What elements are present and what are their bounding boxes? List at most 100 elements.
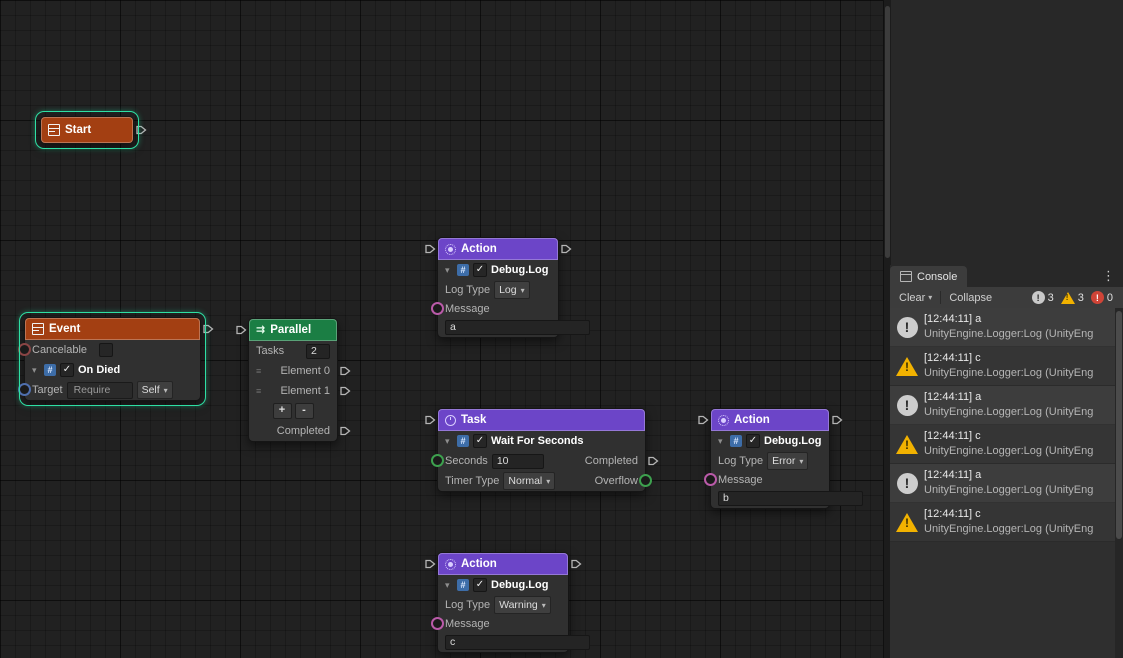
target-scope-dropdown[interactable]: Self [136, 381, 173, 399]
action-input-port[interactable] [424, 558, 436, 570]
event-cancel-port[interactable] [18, 343, 31, 356]
overflow-label: Overflow [594, 475, 638, 487]
seconds-value-port[interactable] [431, 454, 444, 467]
scrollbar-thumb[interactable] [1116, 311, 1122, 539]
console-entry[interactable]: [12:44:11] a UnityEngine.Logger:Log (Uni… [890, 464, 1115, 503]
completed-label: Completed [276, 425, 330, 437]
foldout-icon[interactable] [445, 265, 453, 276]
entry-message: [12:44:11] a [924, 391, 982, 403]
drag-handle-icon[interactable] [256, 366, 261, 376]
foldout-icon[interactable] [445, 436, 453, 447]
script-icon [457, 579, 469, 591]
event-node[interactable]: Event Cancelable On Died Target Require … [18, 312, 214, 406]
entry-text: [12:44:11] a UnityEngine.Logger:Log (Uni… [924, 312, 1093, 342]
unit-enabled-checkbox[interactable] [473, 434, 487, 448]
parallel-node-header[interactable]: Parallel [249, 319, 337, 341]
start-node[interactable]: Start [35, 111, 147, 149]
drag-handle-icon[interactable] [256, 386, 261, 396]
action-node-header[interactable]: Action [711, 409, 829, 431]
console-entry-list: [12:44:11] a UnityEngine.Logger:Log (Uni… [890, 308, 1115, 658]
target-object-field[interactable]: Require [66, 381, 133, 399]
entry-message: [12:44:11] a [924, 469, 982, 481]
log-type-dropdown[interactable]: Warning [494, 596, 551, 614]
foldout-icon[interactable] [445, 580, 453, 591]
log-count-toggle[interactable]: 3 [1031, 291, 1054, 304]
dropdown-arrow-icon [928, 293, 932, 302]
foldout-icon[interactable] [718, 436, 726, 447]
start-node-header[interactable]: Start [41, 117, 133, 143]
console-entry[interactable]: [12:44:11] a UnityEngine.Logger:Log (Uni… [890, 386, 1115, 425]
unit-row: Debug.Log [438, 575, 568, 595]
error-count-toggle[interactable]: 0 [1090, 291, 1113, 304]
graph-vertical-scrollbar[interactable] [883, 0, 891, 658]
scrollbar-thumb[interactable] [885, 6, 890, 258]
tab-console[interactable]: Console [890, 266, 968, 287]
message-input[interactable] [718, 490, 863, 506]
action-output-port[interactable] [831, 414, 843, 426]
element1-output-port[interactable] [339, 385, 351, 397]
console-entry[interactable]: [12:44:11] c UnityEngine.Logger:Log (Uni… [890, 347, 1115, 386]
message-value-port[interactable] [704, 473, 717, 486]
parallel-completed-port[interactable] [339, 425, 351, 437]
action-output-port[interactable] [570, 558, 582, 570]
event-output-port[interactable] [202, 323, 214, 335]
foldout-icon[interactable] [32, 365, 40, 376]
parallel-node[interactable]: Parallel Tasks Element 0 Element 1 + - C… [236, 318, 351, 442]
action-input-port[interactable] [697, 414, 709, 426]
message-label: Message [445, 617, 490, 630]
timer-type-dropdown[interactable]: Normal [503, 472, 556, 490]
cancelable-checkbox[interactable] [99, 343, 114, 357]
message-input[interactable] [445, 319, 590, 335]
start-output-port[interactable] [135, 124, 147, 136]
parallel-input-port[interactable] [235, 324, 247, 336]
console-entry[interactable]: [12:44:11] a UnityEngine.Logger:Log (Uni… [890, 308, 1115, 347]
overflow-value-port[interactable] [639, 474, 652, 487]
add-element-button[interactable]: + [272, 403, 292, 419]
action-node-b[interactable]: Action Debug.Log Log Type Error Message [698, 408, 863, 509]
unit-enabled-checkbox[interactable] [473, 263, 487, 277]
timer-type-row: Timer Type Normal Overflow [438, 471, 645, 491]
unit-enabled-checkbox[interactable] [746, 434, 760, 448]
task-node[interactable]: Task Wait For Seconds Seconds Completed … [425, 408, 659, 492]
console-entry[interactable]: [12:44:11] c UnityEngine.Logger:Log (Uni… [890, 503, 1115, 542]
message-input[interactable] [445, 634, 590, 650]
action-input-port[interactable] [424, 243, 436, 255]
log-count: 3 [1047, 291, 1054, 304]
message-value-port[interactable] [431, 302, 444, 315]
unit-enabled-checkbox[interactable] [473, 578, 487, 592]
clear-button[interactable]: Clear [893, 289, 938, 306]
graph-canvas[interactable]: Start Event Cancelable On Died [0, 0, 883, 658]
message-label-row: Message [711, 471, 829, 488]
console-entry[interactable]: [12:44:11] c UnityEngine.Logger:Log (Uni… [890, 425, 1115, 464]
event-node-header[interactable]: Event [25, 318, 200, 340]
clear-label: Clear [899, 291, 926, 304]
action-node-a[interactable]: Action Debug.Log Log Type Log Message [425, 237, 590, 338]
unit-enabled-checkbox[interactable] [60, 363, 74, 377]
action-node-header[interactable]: Action [438, 238, 558, 260]
action-node-c[interactable]: Action Debug.Log Log Type Warning Messag… [425, 552, 590, 653]
console-tab-icon [900, 271, 912, 282]
task-input-port[interactable] [424, 414, 436, 426]
action-node-header[interactable]: Action [438, 553, 568, 575]
collapse-button[interactable]: Collapse [943, 289, 998, 306]
log-type-dropdown[interactable]: Log [494, 281, 530, 299]
message-value-port[interactable] [431, 617, 444, 630]
remove-element-button[interactable]: - [294, 403, 314, 419]
action-output-port[interactable] [560, 243, 572, 255]
kebab-menu-icon[interactable] [1102, 268, 1115, 284]
tasks-count-field[interactable] [306, 343, 330, 359]
console-scrollbar[interactable] [1115, 308, 1123, 658]
task-completed-port[interactable] [647, 455, 659, 467]
entry-icon [890, 357, 924, 376]
dropdown-arrow-icon [542, 601, 546, 610]
node-title: Action [461, 243, 497, 255]
element1-row: Element 1 [249, 381, 337, 401]
element0-output-port[interactable] [339, 365, 351, 377]
task-icon [445, 414, 456, 426]
event-target-port[interactable] [18, 383, 31, 396]
seconds-input[interactable] [491, 453, 544, 469]
task-node-header[interactable]: Task [438, 409, 645, 431]
log-type-dropdown[interactable]: Error [767, 452, 809, 470]
warning-count-toggle[interactable]: 3 [1060, 291, 1084, 304]
